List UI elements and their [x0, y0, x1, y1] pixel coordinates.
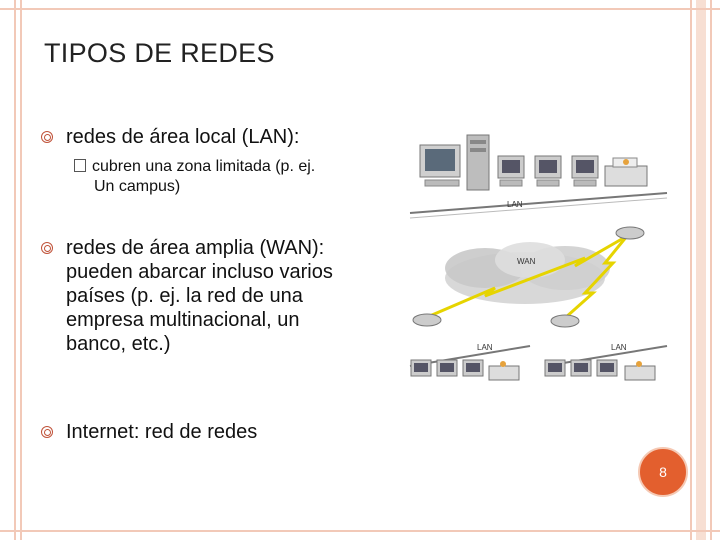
- bullet-wan-text: redes de área amplia (WAN): pueden abarc…: [66, 237, 333, 355]
- router-icon: [615, 226, 645, 240]
- sub-bullet-line1: cubren una zona limitada (p. ej.: [92, 158, 316, 175]
- frame-line-right: [690, 0, 692, 540]
- bullet-marker: [41, 426, 53, 438]
- workstation-icon: [534, 155, 562, 187]
- workstation-icon: [571, 155, 599, 187]
- sub-bullet-line2: Un campus): [94, 178, 181, 195]
- workstation-icon: [436, 359, 458, 377]
- printer-icon: [624, 361, 656, 381]
- bullet-lan-text: redes de área local (LAN):: [66, 126, 300, 148]
- frame-line-right-outer: [710, 0, 712, 540]
- bullet-internet-text: Internet: red de redes: [66, 421, 258, 443]
- network-diagram: LAN WAN LAN LAN: [409, 134, 668, 381]
- frame-line-left: [14, 0, 16, 540]
- lan-left-label: LAN: [477, 343, 493, 352]
- router-icon: [550, 314, 580, 328]
- workstation-icon: [410, 359, 432, 377]
- lan-top-cable-shadow: [409, 197, 668, 219]
- sub-bullet-lan: cubren una zona limitada (p. ej. Un camp…: [74, 157, 374, 197]
- workstation-icon: [596, 359, 618, 377]
- page-number-badge: 8: [638, 447, 688, 497]
- workstation-icon: [544, 359, 566, 377]
- bullet-marker: [41, 242, 53, 254]
- printer-icon: [488, 361, 520, 381]
- bullet-wan: redes de área amplia (WAN): pueden abarc…: [41, 236, 361, 356]
- bullet-lan: redes de área local (LAN):: [41, 125, 299, 149]
- sub-bullet-box-icon: [74, 159, 86, 172]
- slide-title: TIPOS DE REDES: [44, 38, 275, 68]
- lan-right-label: LAN: [611, 343, 627, 352]
- wan-cloud-icon: [445, 242, 610, 304]
- frame-line-top: [0, 8, 720, 10]
- router-icon: [412, 313, 442, 327]
- bullet-marker: [41, 131, 53, 143]
- server-computer-icon: [419, 134, 490, 191]
- lan-top-label: LAN: [507, 200, 523, 209]
- wan-label: WAN: [517, 257, 536, 266]
- lan-top-cable: [409, 192, 668, 214]
- wan-link-left: [424, 234, 628, 320]
- workstation-icon: [462, 359, 484, 377]
- frame-line-left-inner: [20, 0, 22, 540]
- frame-band-right: [696, 0, 706, 540]
- wan-link-right: [564, 235, 629, 320]
- frame-line-bottom: [0, 530, 720, 532]
- workstation-icon: [570, 359, 592, 377]
- workstation-icon: [497, 155, 525, 187]
- printer-icon: [604, 157, 648, 187]
- bullet-internet: Internet: red de redes: [41, 420, 257, 444]
